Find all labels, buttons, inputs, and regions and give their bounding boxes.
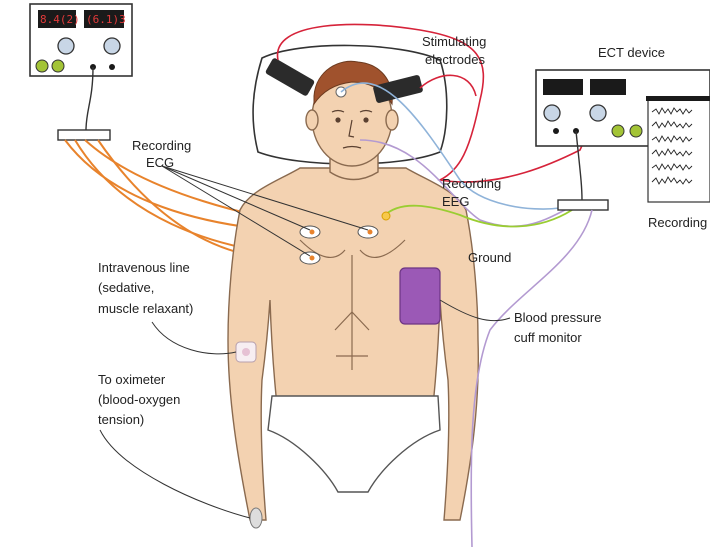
label-iv-1: Intravenous line xyxy=(98,260,190,275)
led-icon xyxy=(52,60,64,72)
display-icon xyxy=(590,79,626,95)
ecg-display-right: (6.1)3 xyxy=(86,13,126,26)
knob-icon xyxy=(544,105,560,121)
ecg-monitor: 8.4(2) (6.1)3 xyxy=(30,4,132,76)
label-stimulating-2: electrodes xyxy=(425,52,485,67)
ecg-junction-box xyxy=(58,130,110,140)
led-icon xyxy=(36,60,48,72)
label-oximeter-2: (blood-oxygen xyxy=(98,392,180,407)
label-stimulating-1: Stimulating xyxy=(422,34,486,49)
led-icon xyxy=(630,125,642,137)
label-iv-3: muscle relaxant) xyxy=(98,301,193,316)
knob-icon xyxy=(590,105,606,121)
label-ect-device: ECT device xyxy=(598,45,665,60)
led-icon xyxy=(612,125,624,137)
label-recording-ecg-2: ECG xyxy=(146,155,174,170)
label-ground: Ground xyxy=(468,250,511,265)
oximeter-clip xyxy=(250,508,262,528)
display-icon xyxy=(543,79,583,95)
label-iv-2: (sedative, xyxy=(98,280,154,295)
label-recording: Recording xyxy=(648,215,707,230)
knob-icon xyxy=(104,38,120,54)
knob-icon xyxy=(58,38,74,54)
eeg-recording-paper xyxy=(646,96,710,202)
label-recording-eeg-1: Recording xyxy=(442,176,501,191)
ecg-display-left: 8.4(2) xyxy=(40,13,80,26)
label-oximeter-1: To oximeter xyxy=(98,372,166,387)
diaper xyxy=(268,396,440,492)
label-bp-1: Blood pressure xyxy=(514,310,601,325)
label-oximeter-3: tension) xyxy=(98,412,144,427)
ect-junction-box xyxy=(558,200,608,210)
label-recording-ecg-1: Recording xyxy=(132,138,191,153)
bp-cuff xyxy=(400,268,440,324)
label-recording-eeg-2: EEG xyxy=(442,194,469,209)
label-bp-2: cuff monitor xyxy=(514,330,582,345)
